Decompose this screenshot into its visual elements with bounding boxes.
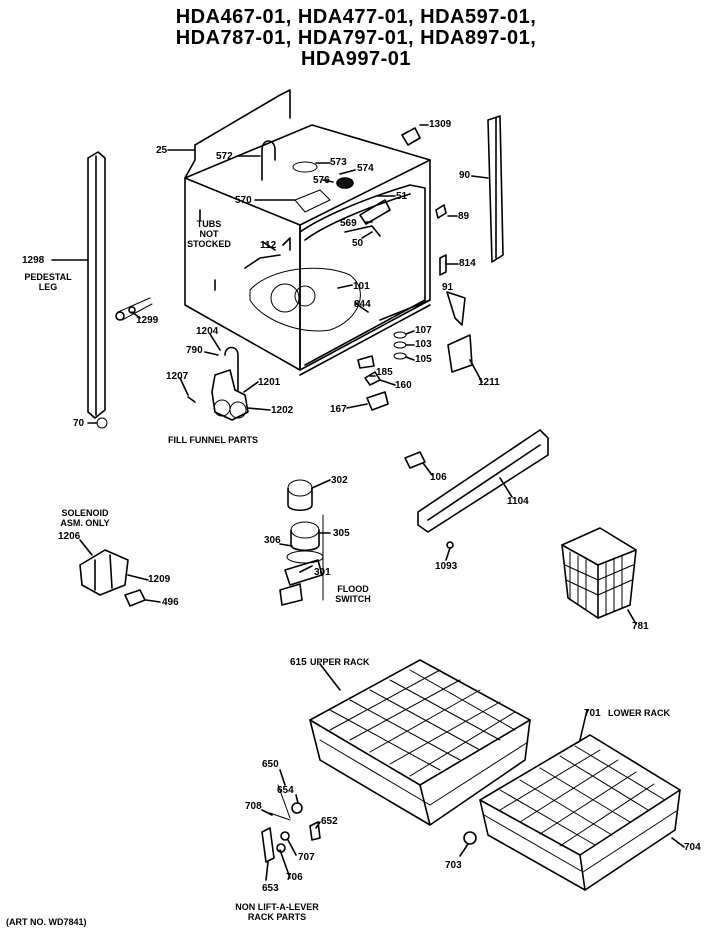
solenoid-label-line-1: SOLENOID [61,508,109,518]
callout-706: 706 [286,872,303,883]
callout-1207: 1207 [166,371,189,382]
callout-1209: 1209 [148,574,171,585]
callout-703: 703 [445,860,462,871]
callout-112: 112 [260,240,277,251]
side-rail-drawing [401,115,504,373]
flood-switch-drawing [279,479,324,606]
flood-switch-label: FLOOD SWITCH [330,584,376,604]
non-lift-a-lever-rack-parts-label: NON LIFT-A-LEVER RACK PARTS [222,902,332,922]
callout-1093: 1093 [435,561,458,572]
callout-814: 814 [459,258,476,269]
callout-90: 90 [459,170,471,181]
callout-301: 301 [314,567,331,578]
callout-25: 25 [156,145,168,156]
lower-rack-label: LOWER RACK [608,708,670,718]
callout-781: 781 [632,621,649,632]
callout-569: 569 [340,218,357,229]
rack-parts-label-line-2: RACK PARTS [247,912,307,922]
callout-1211: 1211 [478,377,500,388]
callout-105: 105 [415,354,432,365]
callout-70: 70 [73,418,85,429]
callout-615: 615 [290,657,307,668]
model-title-line-3: HDA997-01 [300,48,412,70]
callout-1298: 1298 [22,255,45,266]
callout-305: 305 [333,528,350,539]
tubs-label-line-2: NOT [199,229,219,239]
callout-51: 51 [396,191,408,202]
callout-89: 89 [458,211,470,222]
art-number-label: (ART NO. WD7841) [6,917,87,927]
callout-1201: 1201 [258,377,281,388]
callout-1309: 1309 [429,119,452,130]
callout-573: 573 [330,157,347,168]
solenoid-asm-only-label: SOLENOID ASM. ONLY [50,508,120,528]
callout-1204: 1204 [196,326,219,337]
tubs-label-line-3: STOCKED [187,239,231,249]
rack-parts-drawing [261,784,477,863]
callout-302: 302 [331,475,348,486]
callout-701: 701 [584,708,601,719]
callout-574: 574 [357,163,374,174]
callout-50: 50 [352,238,364,249]
callout-1206: 1206 [58,531,81,542]
callout-570: 570 [235,195,252,206]
callout-107: 107 [415,325,432,336]
silverware-basket-drawing [561,527,637,619]
callout-576: 576 [313,175,330,186]
callout-496: 496 [162,597,179,608]
tub-drawing [184,89,431,376]
callout-653: 653 [262,883,279,894]
fill-funnel-drawing [187,346,249,421]
flood-switch-label-line-2: SWITCH [335,594,371,604]
callout-185: 185 [376,367,393,378]
tubs-not-stocked-label: TUBS NOT STOCKED [186,219,232,249]
callout-101: 101 [353,281,370,292]
upper-rack-label: UPPER RACK [310,657,370,667]
callout-306: 306 [264,535,281,546]
callout-790: 790 [186,345,203,356]
pedestal-leg-label-line-2: LEG [38,282,58,292]
tubs-label-line-1: TUBS [196,219,222,229]
pedestal-leg-label-line-1: PEDESTAL [24,272,72,282]
rack-parts-label-line-1: NON LIFT-A-LEVER [235,902,319,912]
callout-654: 654 [277,785,294,796]
model-title-line-1: HDA467-01, HDA477-01, HDA597-01, [175,6,537,28]
callout-167: 167 [330,404,347,415]
callout-106: 106 [430,472,447,483]
callout-650: 650 [262,759,279,770]
callout-708: 708 [245,801,262,812]
flood-switch-label-line-1: FLOOD [337,584,369,594]
solenoid-drawing [79,549,146,607]
lower-rack-drawing [479,734,681,891]
callout-91: 91 [442,282,454,293]
model-title-line-2: HDA787-01, HDA797-01, HDA897-01, [175,27,537,49]
callout-572: 572 [216,151,233,162]
callout-1104: 1104 [507,496,529,507]
callout-844: 844 [354,299,371,310]
callout-707: 707 [298,852,315,863]
callout-1202: 1202 [271,405,294,416]
callout-1299: 1299 [136,315,159,326]
solenoid-label-line-2: ASM. ONLY [60,518,110,528]
pedestal-leg-label: PEDESTAL LEG [18,272,78,292]
callout-160: 160 [395,380,412,391]
callout-103: 103 [415,339,432,350]
fill-funnel-parts-label: FILL FUNNEL PARTS [168,435,258,445]
callout-704: 704 [684,842,701,853]
callout-652: 652 [321,816,338,827]
upper-rack-drawing [309,659,531,826]
leader-lines [51,124,685,881]
bracket-1104-drawing [404,429,549,549]
pedestal-leg-drawing [87,151,153,429]
